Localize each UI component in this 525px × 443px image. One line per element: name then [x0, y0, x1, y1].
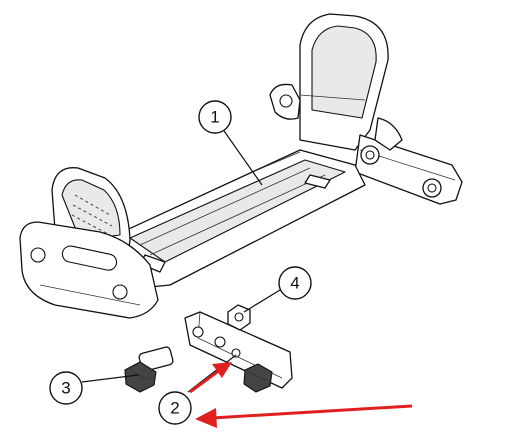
- callout-1: 1: [198, 100, 232, 134]
- bolt: [124, 346, 174, 393]
- callout-3: 3: [49, 371, 83, 405]
- callout-label-4: 4: [290, 274, 299, 293]
- link-plate: [184, 311, 293, 393]
- leader-line-1: [221, 127, 263, 186]
- red-arrow-long: [195, 404, 413, 428]
- callout-label-2: 2: [170, 399, 179, 418]
- red-arrow-short: [189, 362, 232, 394]
- leader-line-4: [243, 289, 281, 313]
- nut: [227, 304, 251, 331]
- leader-line-3: [81, 374, 139, 383]
- callout-4: 4: [278, 266, 312, 300]
- main-bracket: [19, 13, 463, 319]
- callout-label-3: 3: [61, 379, 70, 398]
- callout-label-1: 1: [210, 108, 219, 127]
- callout-2: 2: [158, 391, 192, 425]
